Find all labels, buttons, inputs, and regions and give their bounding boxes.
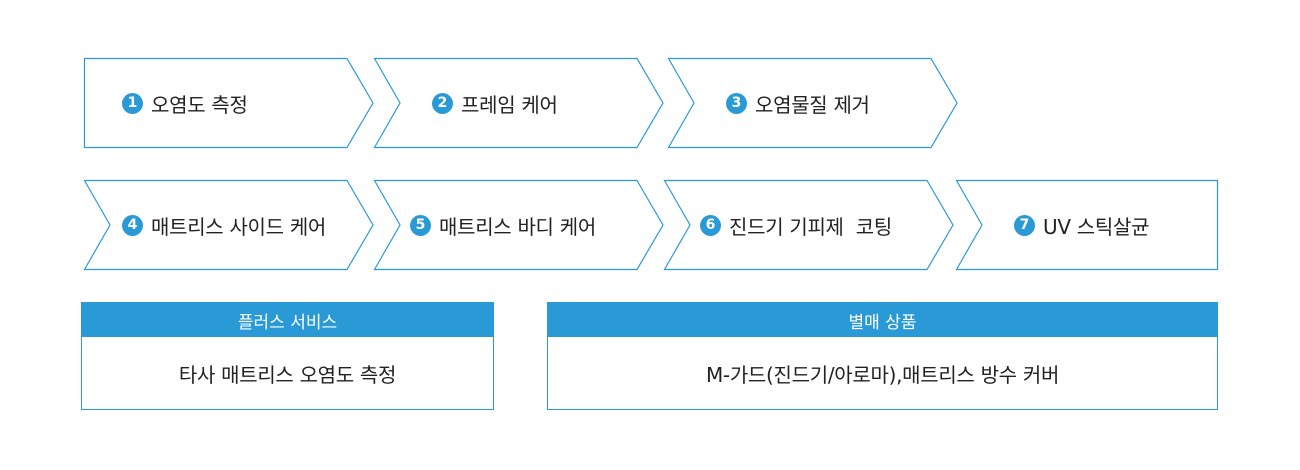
- step-1-chevron-shape: [83, 57, 374, 149]
- step-5-mattress-body-care: 5 매트리스 바디 케어: [373, 179, 664, 271]
- step-5-label: 매트리스 바디 케어: [439, 214, 596, 239]
- step-7-uv-stick-sterilization: 7 UV 스틱살균: [955, 179, 1219, 271]
- step-5-chevron-shape: [373, 179, 664, 271]
- separate-products-panel: 별매 상품 M-가드(진드기/아로마),매트리스 방수 커버: [547, 302, 1218, 410]
- step-4-mattress-side-care: 4 매트리스 사이드 케어: [83, 179, 374, 271]
- step-2-label: 프레임 케어: [461, 92, 558, 117]
- step-2-chevron-shape: [373, 57, 664, 149]
- step-6-label: 진드기 기피제 코팅: [729, 214, 892, 239]
- step-2-number-badge: 2: [432, 92, 453, 114]
- step-2-frame-care: 2 프레임 케어: [373, 57, 664, 149]
- step-4-chevron-shape: [83, 179, 374, 271]
- step-1-number-badge: 1: [122, 92, 143, 114]
- step-4-number-badge: 4: [122, 214, 143, 236]
- step-3-label: 오염물질 제거: [755, 92, 870, 117]
- step-4-label: 매트리스 사이드 케어: [151, 214, 327, 239]
- step-3-chevron-shape: [667, 57, 958, 149]
- step-5-number-badge: 5: [410, 214, 431, 236]
- step-6-chevron-shape: [663, 179, 954, 271]
- separate-products-title: 별매 상품: [548, 303, 1217, 337]
- plus-service-title: 플러스 서비스: [82, 303, 493, 337]
- step-7-end-shape: [955, 179, 1219, 271]
- plus-service-body: 타사 매트리스 오염도 측정: [178, 362, 397, 387]
- step-3-contaminant-removal: 3 오염물질 제거: [667, 57, 958, 149]
- separate-products-body: M-가드(진드기/아로마),매트리스 방수 커버: [705, 362, 1060, 387]
- step-1-label: 오염도 측정: [151, 92, 248, 117]
- step-7-label: UV 스틱살균: [1043, 214, 1150, 239]
- plus-service-panel: 플러스 서비스 타사 매트리스 오염도 측정: [81, 302, 494, 410]
- step-3-number-badge: 3: [726, 92, 747, 114]
- step-6-number-badge: 6: [700, 214, 721, 236]
- step-7-number-badge: 7: [1014, 214, 1035, 236]
- step-6-mite-repellent-coating: 6 진드기 기피제 코팅: [663, 179, 954, 271]
- step-1-contamination-measurement: 1 오염도 측정: [83, 57, 374, 149]
